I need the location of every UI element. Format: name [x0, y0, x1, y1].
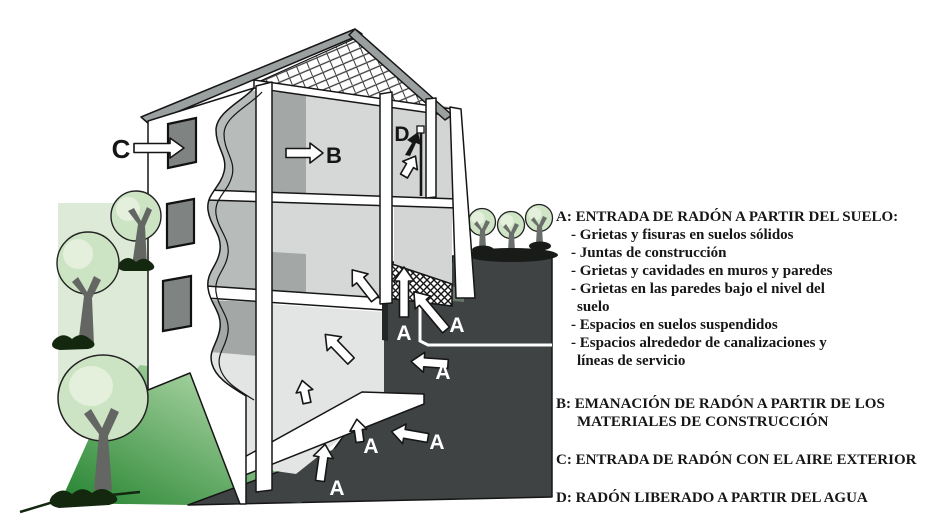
window-middle — [165, 197, 196, 250]
window-upper — [166, 116, 198, 170]
radon-house-illustration: C B D A A A A A A — [19, 28, 558, 514]
grass-edge — [19, 490, 141, 514]
back-wall-mid — [272, 252, 306, 302]
label-a: A — [329, 477, 344, 500]
water-service — [405, 125, 425, 196]
under-floor-gap — [382, 302, 388, 341]
legend-block-a: A: ENTRADA DE RADÓN A PARTIR DEL SUELO: -… — [556, 208, 940, 370]
tree — [524, 203, 554, 252]
tree — [52, 231, 120, 350]
tree-shadow — [466, 248, 558, 262]
label-c: C — [112, 134, 131, 164]
grass-tuft — [52, 335, 95, 350]
tree — [19, 354, 149, 514]
roof-edge-right — [348, 28, 453, 121]
legend-block-d: D: RADÓN LIBERADO A PARTIR DEL AGUA — [556, 489, 940, 507]
legend-line: D: RADÓN LIBERADO A PARTIR DEL AGUA — [556, 490, 868, 506]
mid-post — [379, 91, 393, 305]
label-a: A — [363, 435, 378, 458]
legend-line: - Espacios alrededor de canalizaciones y — [571, 335, 827, 351]
legend-line: líneas de servicio — [577, 353, 686, 369]
back-wall-upper — [272, 92, 306, 202]
label-a: A — [435, 361, 450, 384]
label-d: D — [394, 123, 409, 146]
center-post — [255, 81, 273, 493]
label-b: B — [326, 143, 342, 168]
legend-line: C: ENTRADA DE RADÓN CON EL AIRE EXTERIOR — [556, 452, 917, 468]
tree — [110, 190, 162, 271]
legend-block-c: C: ENTRADA DE RADÓN CON EL AIRE EXTERIOR — [556, 451, 940, 469]
torn-edge-inner-line — [215, 91, 263, 401]
trees-right — [466, 203, 558, 262]
roof — [140, 28, 453, 125]
water-faucet-icon — [405, 132, 421, 156]
label-a: A — [429, 431, 444, 454]
tree — [467, 207, 497, 256]
legend-line: MATERIALES DE CONSTRUCCIÓN — [577, 414, 829, 430]
structure — [255, 81, 476, 493]
grass-tuft — [117, 258, 155, 271]
right-wall — [449, 106, 476, 299]
legend-line: B: EMANACIÓN DE RADÓN A PARTIR DE LOS — [556, 396, 885, 412]
room-ground-right — [394, 198, 452, 286]
roof-edge-left — [140, 28, 363, 125]
legend-line: - Grietas y fisuras en suelos sólidos — [571, 227, 794, 243]
legend-line: - Grietas y cavidades en muros y paredes — [571, 263, 833, 279]
trees-left — [19, 190, 162, 514]
legend-block-b: B: EMANACIÓN DE RADÓN A PARTIR DE LOS MAT… — [556, 395, 940, 431]
legend-line: - Espacios en suelos suspendidos — [571, 317, 778, 333]
legend-line: - Juntas de construcción — [571, 245, 727, 261]
label-a: A — [396, 322, 411, 345]
back-wall-basement — [210, 300, 258, 356]
legend-line: A: ENTRADA DE RADÓN A PARTIR DEL SUELO: — [556, 209, 899, 225]
left-wall — [147, 87, 255, 505]
diagram-letter-labels: C B D A A A A A A — [112, 123, 465, 500]
label-a: A — [449, 314, 464, 337]
legend: A: ENTRADA DE RADÓN A PARTIR DEL SUELO: -… — [556, 208, 940, 507]
exterior-wall — [147, 87, 263, 505]
window-lower — [161, 274, 193, 333]
attic-post — [425, 97, 437, 199]
legend-line: suelo — [577, 299, 610, 315]
legend-line: - Grietas en las paredes bajo el nivel d… — [571, 281, 825, 297]
foundation-wall-line — [418, 290, 552, 347]
faucet-outlet — [416, 125, 425, 134]
